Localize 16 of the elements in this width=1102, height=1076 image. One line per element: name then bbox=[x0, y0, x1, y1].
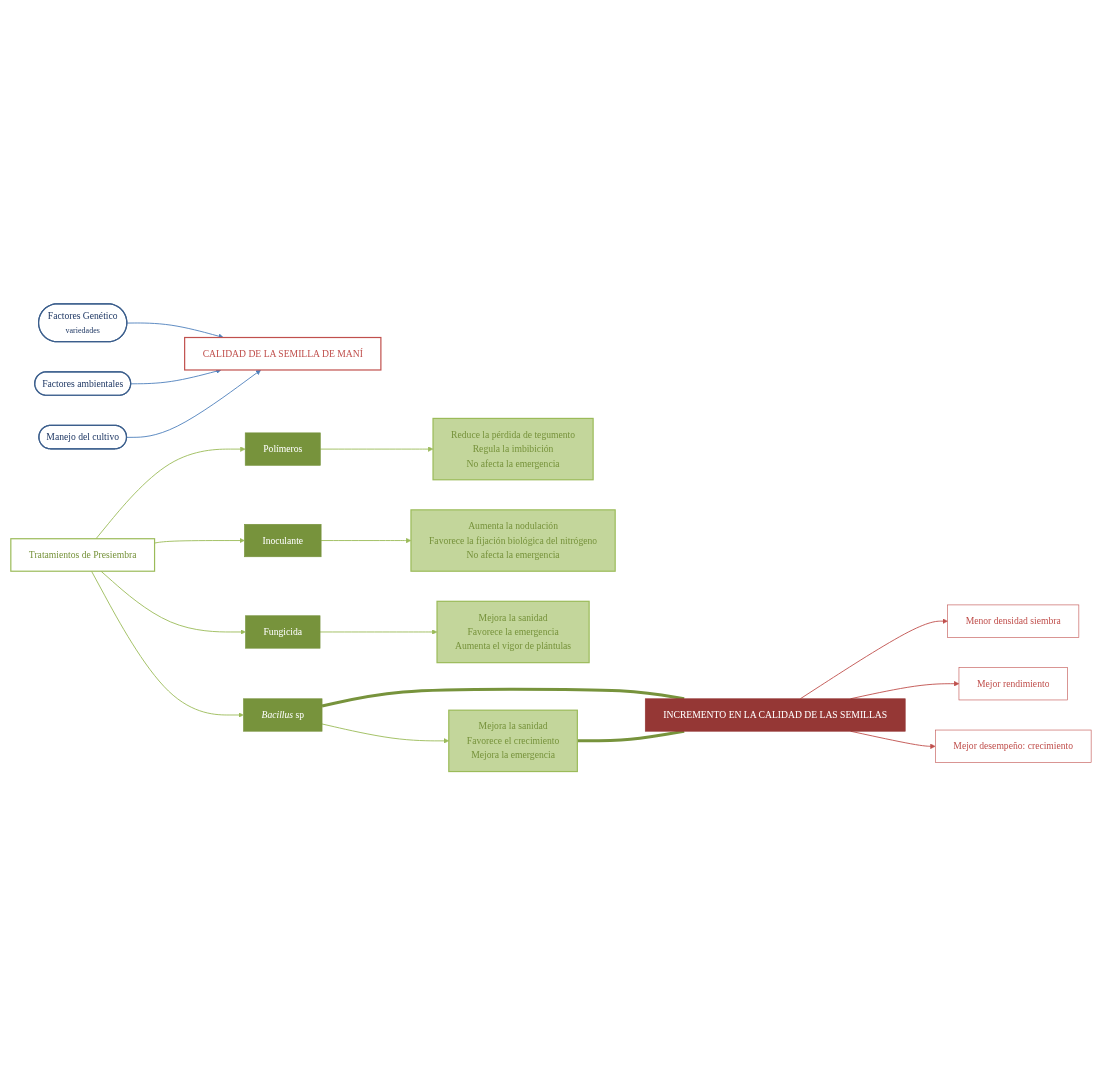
node-box: Inoculante bbox=[244, 524, 322, 558]
connector bbox=[321, 687, 685, 708]
node-box: Tratamientos de Presiembra bbox=[10, 538, 156, 573]
node-box: Bacillus sp bbox=[243, 698, 323, 732]
node-box: INCREMENTO EN LA CALIDAD DE LAS SEMILLAS bbox=[644, 698, 906, 732]
node-box: Mejor desempeño: crecimiento bbox=[935, 730, 1092, 764]
node-box: Menor densidad siembra bbox=[947, 604, 1080, 638]
node-box: Aumenta la nodulación Favorece la fijación biológica del nitrógeno No afecta la emergencia bbox=[410, 509, 616, 573]
node-box: Reduce la pérdida de tegumento Regula la imbibición No afecta la emergencia bbox=[432, 418, 594, 481]
connector bbox=[577, 730, 685, 743]
node-box: Mejora la sanidad Favorece la emergencia Aumenta el vigor de plántulas bbox=[436, 601, 590, 664]
node-box: Mejor rendimiento bbox=[958, 667, 1068, 701]
node-box: CALIDAD DE LA SEMILLA DE MANÍ bbox=[184, 337, 382, 371]
node-box: Fungicida bbox=[245, 615, 321, 649]
node-box: Polímeros bbox=[244, 432, 321, 466]
node-box: Mejora la sanidad Favorece el crecimiento Mejora la emergencia bbox=[448, 709, 578, 773]
